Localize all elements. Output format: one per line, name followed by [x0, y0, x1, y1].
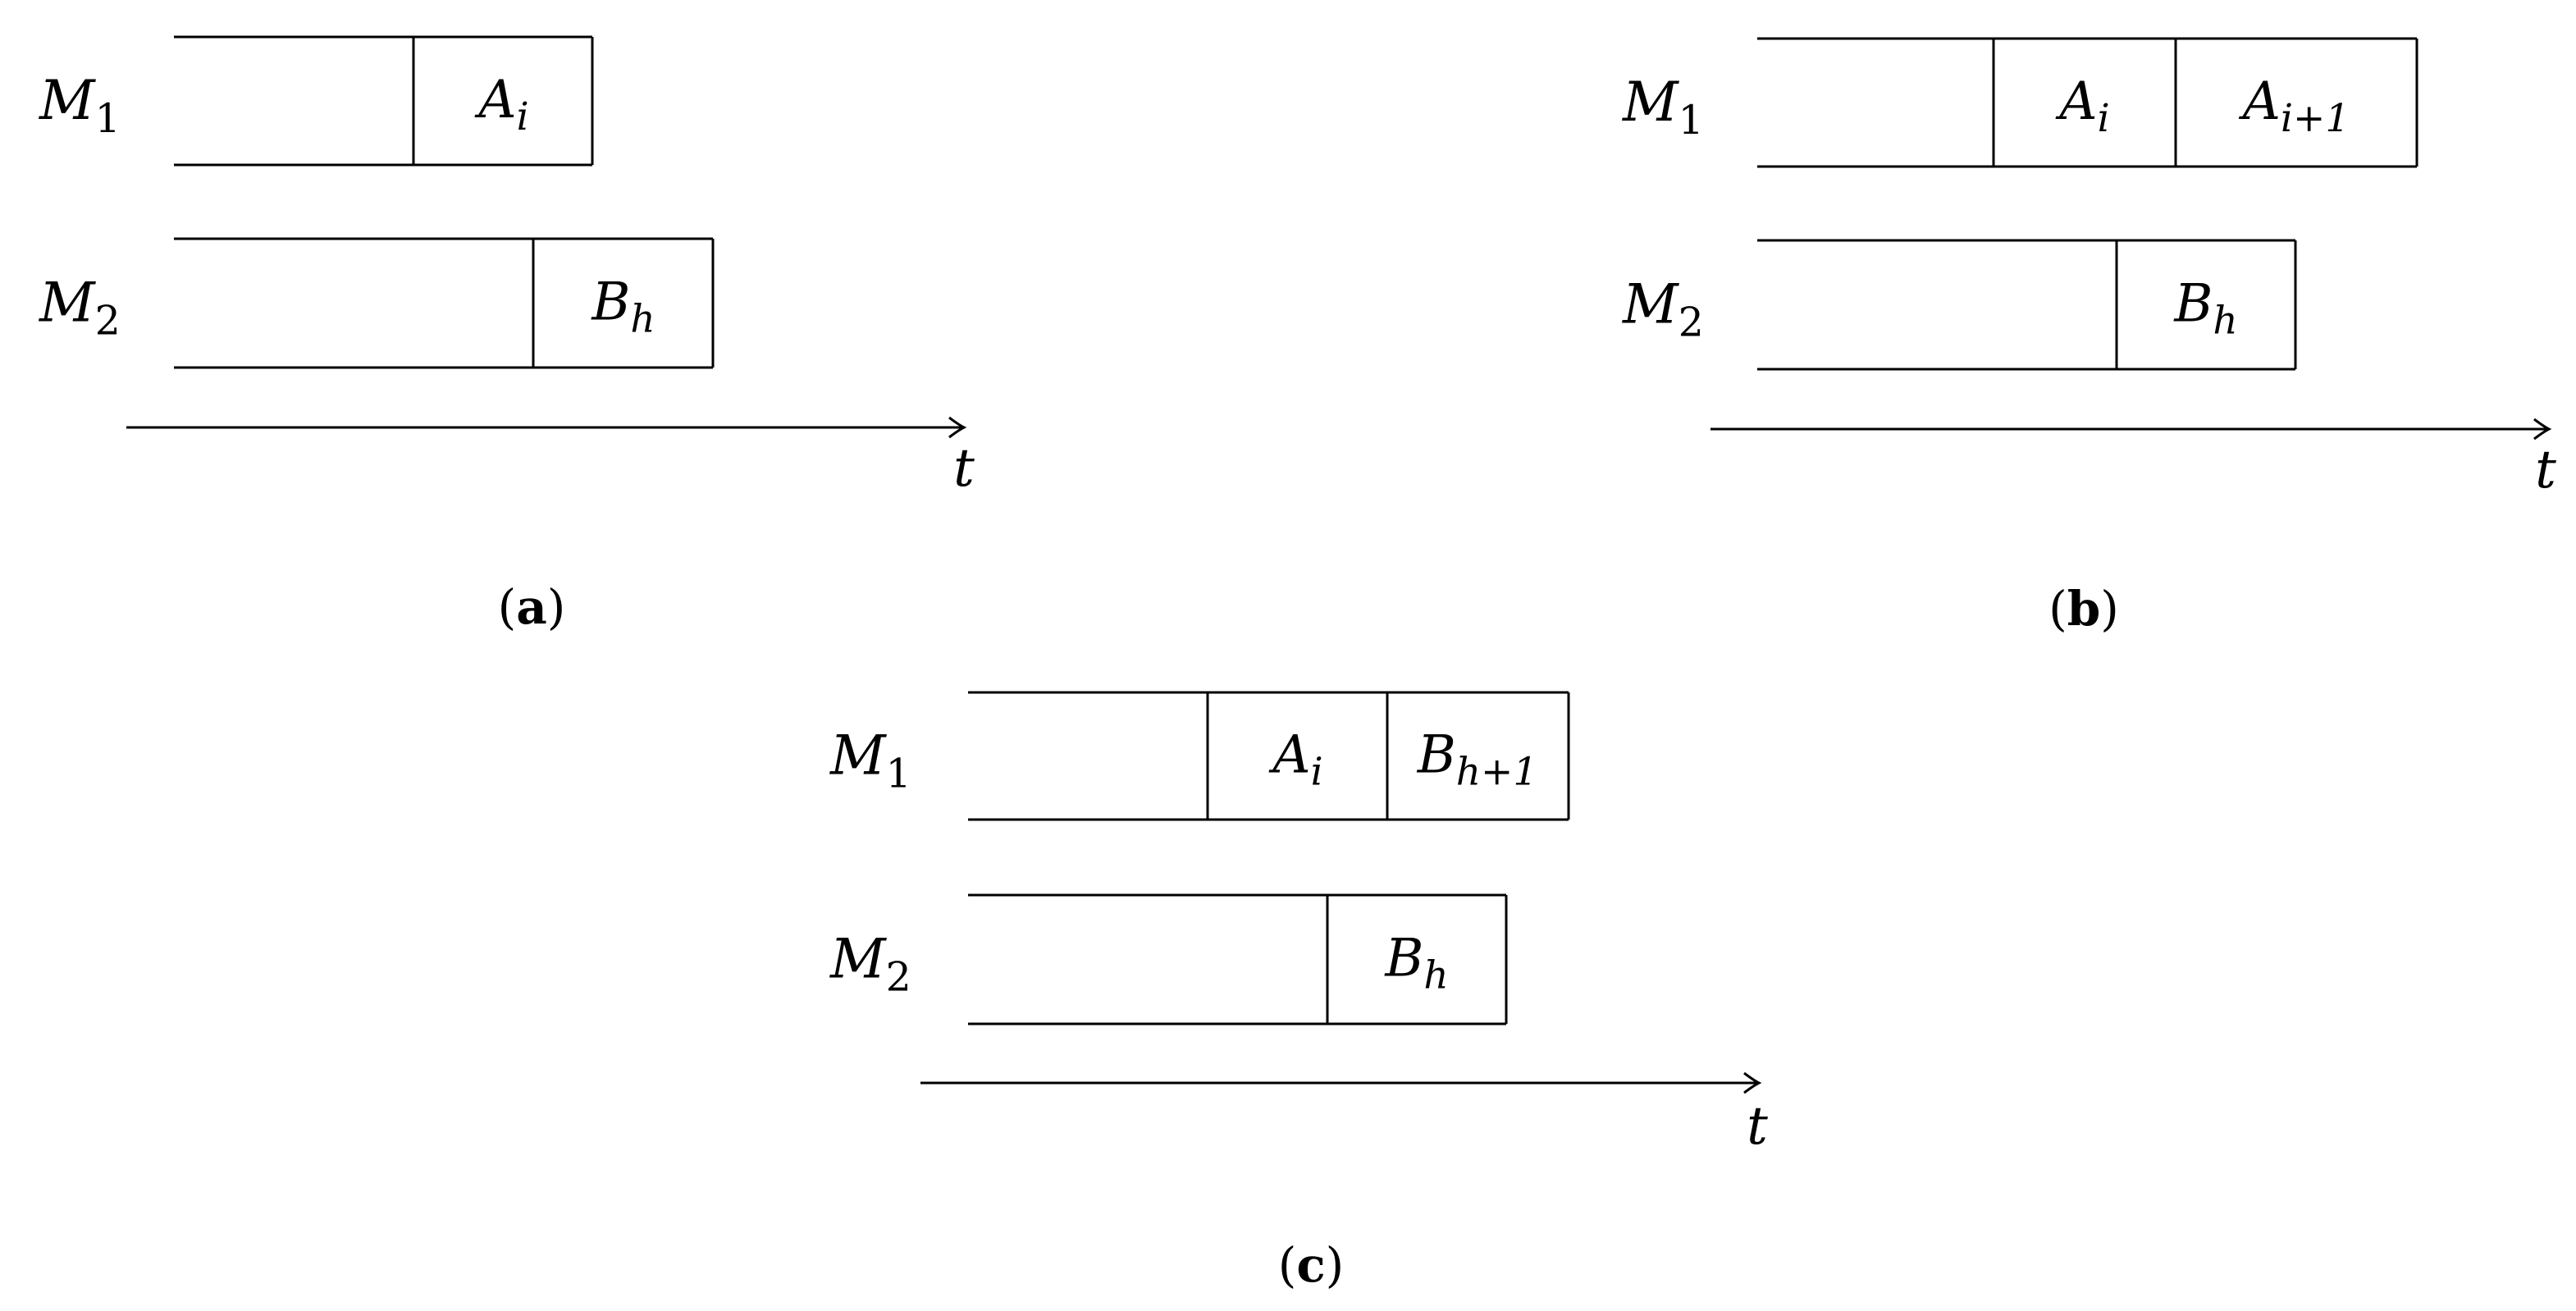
machine-label: M2 — [39, 272, 121, 345]
axis-arrow-icon — [2533, 418, 2552, 441]
panel-caption: (c) — [1278, 1237, 1345, 1293]
machine-row-M1: M1 Ai Ai+1 — [1622, 37, 2418, 168]
job-block-A-i: Ai — [2055, 71, 2109, 141]
machine-label: M1 — [39, 69, 121, 142]
panel-caption: (a) — [498, 579, 566, 635]
machine-row-M1: M1 Ai Bh+1 — [829, 691, 1570, 821]
machine-row-M2: M2 Bh — [829, 893, 1508, 1026]
axis-arrow-icon — [948, 416, 967, 439]
time-axis-label: t — [1747, 1096, 1768, 1157]
job-block-A-i: Ai — [1268, 725, 1322, 795]
machine-row-M1: M1 Ai — [39, 35, 594, 167]
job-block-B-h+1: Bh+1 — [1417, 725, 1538, 795]
machine-label: M1 — [1622, 71, 1704, 144]
time-axis-label: t — [2535, 440, 2556, 500]
job-block-B-h: Bh — [2173, 274, 2237, 344]
time-axis-label: t — [953, 438, 975, 499]
machine-label: M2 — [1622, 273, 1704, 346]
job-block-B-h: Bh — [1384, 929, 1448, 998]
axis-arrow-icon — [1743, 1071, 1762, 1094]
machine-row-M2: M2 Bh — [1622, 239, 2297, 371]
job-block-A-i+1: Ai+1 — [2239, 71, 2350, 141]
job-block-A-i: Ai — [474, 70, 528, 139]
panel-c: M1 Ai Bh+1M2 Bh t (c) — [829, 691, 1768, 1293]
machine-label: M2 — [829, 928, 911, 1001]
panel-b: M1 Ai Ai+1M2 Bh t (b) — [1622, 37, 2556, 637]
machine-label: M1 — [829, 724, 911, 797]
panel-caption: (b) — [2048, 581, 2119, 637]
machine-row-M2: M2 Bh — [39, 237, 715, 369]
job-block-B-h: Bh — [591, 272, 655, 342]
